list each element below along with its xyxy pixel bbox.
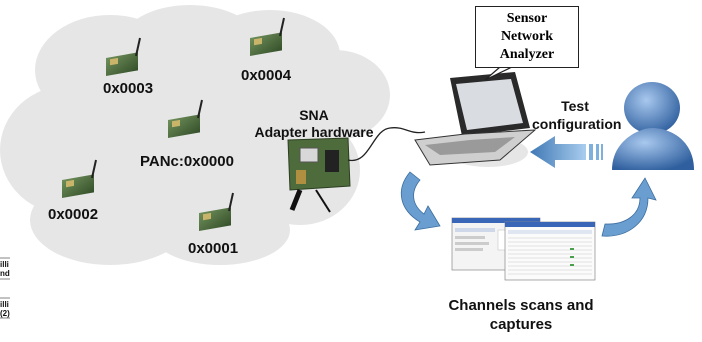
analyzer-line2: Network [500, 29, 554, 44]
adapter-label: SNA Adapter hardware [252, 107, 376, 141]
analyzer-line3: Analyzer [499, 47, 555, 62]
usb-cable [347, 127, 426, 161]
captures-line1: Channels scans and [448, 297, 594, 314]
test-config-label: Test configuration [532, 97, 622, 133]
node-label-0x0004: 0x0004 [241, 67, 292, 84]
sensor-node-0x0004 [250, 17, 285, 56]
analyzer-callout: Sensor Network Analyzer [475, 6, 579, 68]
curved-arrow-up [601, 177, 657, 237]
edge-fragment-3: illi [0, 300, 9, 309]
node-label-0x0003: 0x0003 [103, 80, 154, 97]
captures-line2: captures [489, 316, 553, 333]
edge-fragments [0, 257, 10, 319]
edge-fragment-4: (2) [0, 309, 10, 318]
curved-arrow-down [401, 171, 441, 231]
sensor-node-0x0002 [62, 159, 97, 198]
sna-adapter-board [287, 137, 351, 213]
config-arrow [530, 136, 603, 168]
adapter-label-line2: Adapter hardware [254, 124, 374, 140]
sensor-node-0x0001 [199, 192, 234, 231]
adapter-label-line1: SNA [299, 107, 329, 123]
edge-fragment-2: nd [0, 269, 10, 278]
captures-screenshot [451, 217, 596, 281]
captures-label: Channels scans and captures [430, 296, 612, 334]
sensor-node-0x0003 [106, 37, 141, 76]
node-label-0x0001: 0x0001 [188, 240, 239, 257]
test-config-line2: configuration [532, 116, 622, 132]
sensor-node-panc [168, 99, 203, 138]
test-config-line1: Test [561, 98, 589, 114]
user-icon [612, 82, 694, 170]
edge-fragment-1: illi [0, 260, 9, 269]
laptop-icon [414, 72, 537, 166]
node-label-panc: PANc:0x0000 [140, 153, 234, 170]
node-label-0x0002: 0x0002 [48, 206, 99, 223]
analyzer-line1: Sensor [506, 11, 548, 26]
